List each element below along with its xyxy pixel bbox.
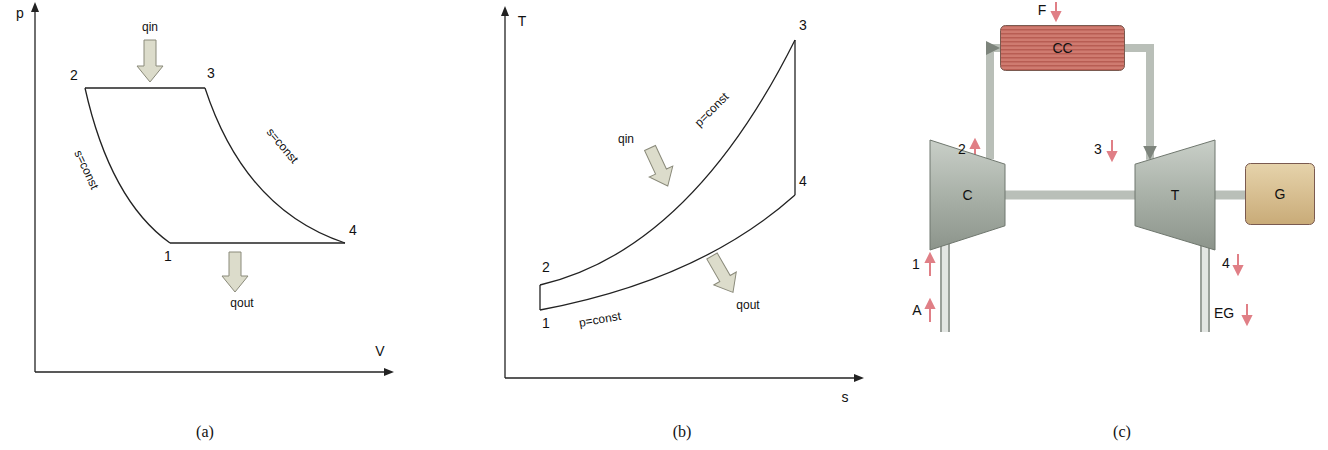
turbine: T: [1135, 140, 1215, 250]
flow-arrow: [926, 300, 934, 308]
panel-caption: (b): [673, 423, 692, 441]
component-name: G: [1275, 186, 1286, 202]
ts-diagram: [505, 14, 856, 378]
flow-arrow: [1052, 12, 1060, 20]
axis-arrowhead: [854, 374, 864, 382]
component-name: C: [962, 187, 972, 203]
panel-caption: (c): [1113, 423, 1131, 441]
isentrope-curve: [205, 88, 345, 243]
flow-arrow: [926, 2, 1251, 324]
diagram-label: p=const: [578, 310, 622, 330]
diagram-label: s=const: [71, 148, 101, 191]
diagram-label: EG: [1214, 306, 1234, 321]
diagram-label: qin: [618, 133, 634, 146]
diagram-label: 1: [912, 257, 920, 272]
isentrope-line: [539, 285, 540, 310]
diagram-label: s=const: [264, 126, 301, 166]
diagram-label: 4: [1222, 256, 1230, 271]
air-pipe: [990, 48, 1000, 159]
diagram-label: V: [375, 344, 384, 359]
pipe: [945, 240, 1205, 332]
compressor: C: [930, 140, 1005, 250]
axis-line: [505, 377, 856, 378]
diagram-label: p=const: [692, 90, 731, 129]
isobar-line: [85, 87, 205, 88]
heat-arrow: [701, 250, 745, 299]
diagram-label: 1: [542, 316, 550, 331]
generator: G: [1245, 163, 1315, 225]
flow-arrow: [971, 140, 979, 148]
diagram-label: s: [842, 390, 849, 405]
flow-arrow: [926, 254, 934, 262]
isobar-line: [170, 242, 345, 243]
diagram-label: 3: [207, 66, 215, 81]
axis-line: [34, 10, 35, 372]
flow-arrow: [1234, 266, 1242, 274]
diagram-label: 4: [799, 174, 807, 189]
isobar-curve: [540, 195, 795, 310]
heat-arrow: [638, 143, 679, 192]
diagram-label: 2: [70, 68, 78, 83]
axis-arrowhead: [384, 368, 394, 376]
diagram-label: qout: [736, 299, 759, 312]
combustion-chamber: CC: [1000, 25, 1125, 71]
diagram-label: 2: [542, 260, 550, 275]
diagram-label: T: [518, 14, 527, 29]
component-name: CC: [1052, 40, 1072, 56]
diagram-label: A: [912, 303, 921, 318]
station-number: 2: [958, 142, 966, 157]
generator-body: [1246, 164, 1315, 225]
diagram-label: 3: [799, 18, 807, 33]
shaft: [1005, 191, 1135, 200]
exhaust-pipe: [1202, 240, 1208, 332]
heat-arrow: [137, 40, 163, 82]
turbine-body: [1135, 140, 1215, 250]
pv-diagram: [35, 10, 386, 372]
axis-line: [35, 371, 386, 372]
diagram-label: p: [16, 6, 24, 21]
isobar-curve: [540, 40, 795, 285]
combustion-chamber-body: [1001, 26, 1125, 71]
diagram-label: F: [1038, 3, 1047, 18]
axis-line: [504, 14, 505, 378]
station-number: 3: [1094, 142, 1102, 157]
inlet-pipe: [942, 240, 948, 332]
flow-arrow: [1108, 152, 1116, 160]
isentrope-curve: [85, 88, 170, 243]
component-name: T: [1171, 187, 1180, 203]
exhaust-pipe: [1200, 240, 1210, 332]
diagram-label: qout: [230, 297, 253, 310]
diagram-label: qin: [142, 21, 158, 34]
panel-caption: (a): [196, 423, 214, 441]
isentrope-line: [794, 40, 795, 195]
diagram-label: 1: [164, 249, 172, 264]
axis-arrowhead: [31, 2, 39, 12]
gas-pipe: [1125, 48, 1150, 160]
inlet-pipe: [940, 240, 950, 332]
shaft: [1215, 191, 1245, 200]
axis-arrowhead: [501, 6, 509, 16]
diagram-label: 4: [349, 223, 357, 238]
flow-arrow: [1243, 316, 1251, 324]
heat-arrow: [222, 252, 248, 292]
compressor-body: [930, 140, 1005, 250]
